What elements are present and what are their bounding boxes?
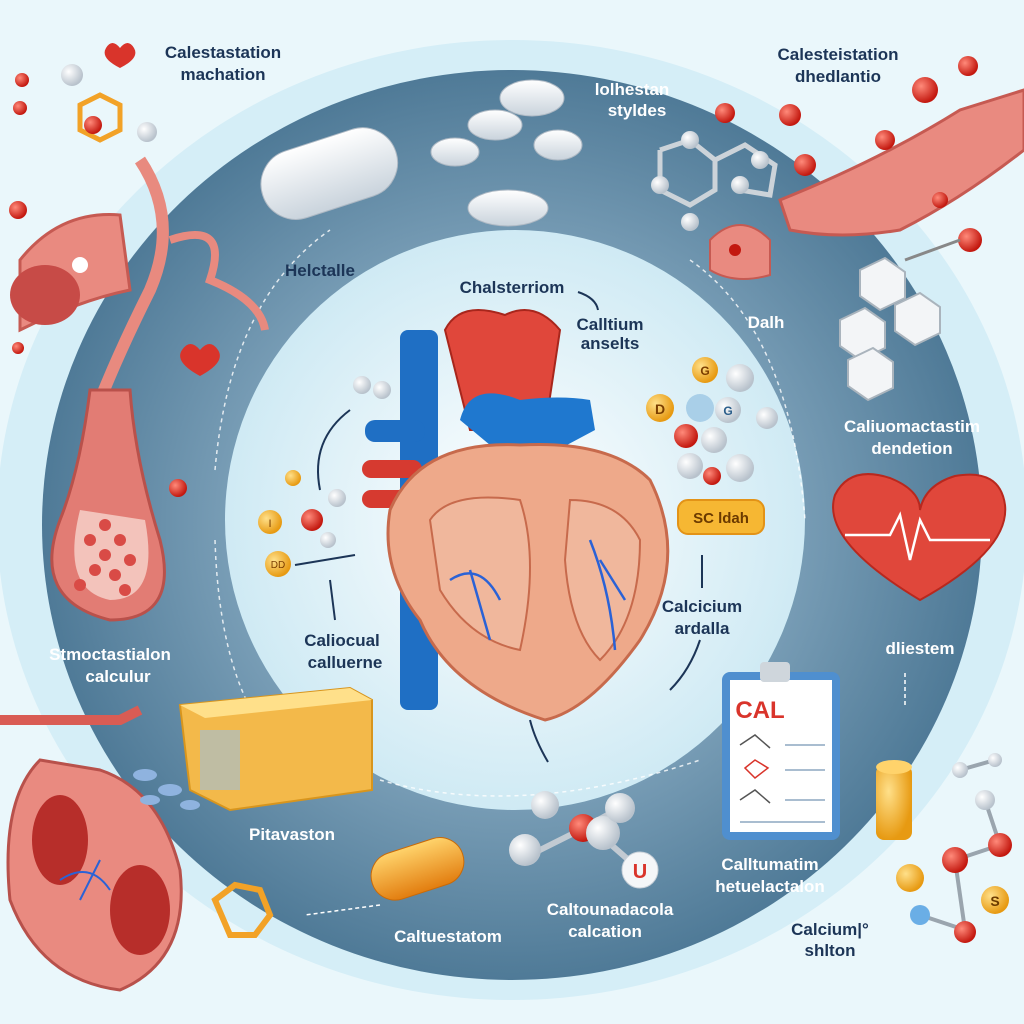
artery-top-left — [10, 156, 269, 403]
badge-sc-ldah: SC ldah — [677, 499, 765, 535]
label-calltium: anselts — [581, 334, 640, 353]
orange-pill-icon — [370, 837, 465, 901]
label-top-right: Calesteistation — [778, 45, 899, 64]
artery-top-right — [709, 56, 1024, 280]
label-calcium-shlton: Calcium|° — [791, 920, 869, 939]
labels: Calestastation machation Calesteistation… — [49, 43, 980, 960]
clipboard-report-icon: CAL — [722, 662, 840, 840]
pills-group — [260, 79, 583, 227]
small-heart-icon — [180, 344, 220, 376]
label-top-left: Calestastation — [165, 43, 281, 62]
molecule-letter: S — [990, 893, 999, 909]
arrow-icon — [294, 554, 356, 566]
molecule-letter: D — [655, 401, 665, 417]
label-left-lower: Stmoctastialon — [49, 645, 171, 664]
label-caliocual: Caliocual — [304, 631, 380, 650]
label-calcium-shlton: shlton — [805, 941, 856, 960]
small-heart-icon — [104, 43, 136, 68]
label-calcicium: ardalla — [675, 619, 730, 638]
label-center-title: Chalsterriom — [460, 278, 565, 297]
molecule-letter: G — [700, 364, 709, 378]
label-heart-monitor: dliestem — [886, 639, 955, 658]
anatomical-heart-illustration — [362, 309, 670, 722]
hexagon-cubes-icon — [839, 228, 982, 402]
label-right-upper: dendetion — [871, 439, 952, 458]
cheese-block-icon — [133, 686, 373, 812]
arrow-icon — [304, 904, 381, 916]
heart-pulse-icon — [832, 473, 1007, 602]
clipboard-title: CAL — [735, 697, 784, 724]
coin-stack-icon — [876, 760, 912, 840]
label-pills: styldes — [608, 101, 667, 120]
label-top-right: dhedlantio — [795, 67, 881, 86]
label-right-upper: Caliuomactastim — [844, 417, 980, 436]
arrow-icon — [317, 409, 351, 491]
label-calcicium: Calcicium — [662, 597, 742, 616]
badge-text: SC ldah — [693, 510, 749, 527]
label-caltounadacola: Caltounadacola — [547, 900, 674, 919]
molecule-top-right-icon — [651, 103, 816, 231]
dashed-path-right — [689, 259, 806, 521]
dashed-path-left — [214, 229, 331, 471]
molecule-letter: DD — [271, 560, 285, 571]
label-calltium: Calltium — [576, 315, 643, 334]
label-caltounadacola: calcation — [568, 922, 642, 941]
molecule-letter: U — [633, 861, 647, 883]
molecule-letter: G — [723, 404, 732, 418]
label-calltumatim: Calltumatim — [721, 855, 818, 874]
label-calltumatim: hetuelactalon — [715, 877, 825, 896]
molecule-inner-left-icon: I DD — [258, 376, 391, 577]
label-caltuestatom: Caltuestatom — [394, 927, 502, 946]
arrow-icon — [669, 639, 701, 691]
label-left-lower: calculur — [85, 667, 151, 686]
molecule-bottom-right-icon: S — [896, 753, 1012, 943]
arrow-icon — [329, 579, 336, 621]
label-top-left: machation — [180, 65, 265, 84]
heart-cross-section-icon — [0, 705, 183, 992]
molecule-inner-right-icon: G D G — [646, 357, 778, 485]
molecule-top-left-icon — [9, 43, 220, 497]
arrow-icon — [529, 719, 549, 763]
label-pills: lolhestan — [595, 80, 670, 99]
label-caliocual: calluerne — [308, 653, 383, 672]
label-dalh: Dalh — [748, 313, 785, 332]
hexagon-ring-icon — [211, 881, 274, 938]
arrow-icon — [577, 291, 599, 311]
label-pitavaston: Pitavaston — [249, 825, 335, 844]
molecule-letter: I — [268, 518, 271, 530]
plaque-vessel-icon — [50, 388, 166, 622]
dashed-path-left-lower — [214, 539, 291, 761]
molecule-bottom-center-icon: U — [509, 791, 659, 889]
label-helctalle: Helctalle — [285, 261, 355, 280]
